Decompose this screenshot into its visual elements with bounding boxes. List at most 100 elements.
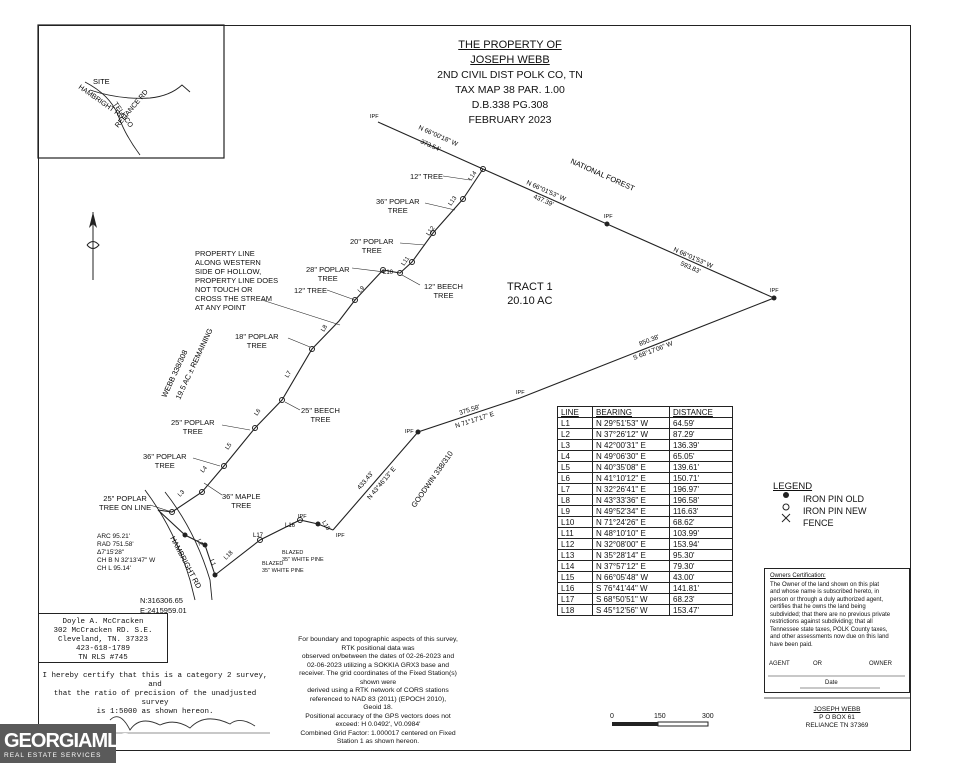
tract-name: TRACT 1	[507, 281, 553, 293]
tree-label: 12" TREE	[410, 172, 443, 181]
legend-title: LEGEND	[773, 481, 813, 492]
distance-cell: 196.97'	[669, 483, 733, 495]
bearing-cell: N 37°26'12" W	[592, 428, 670, 440]
vicinity-site-label: SITE	[93, 77, 110, 86]
bearing-cell: N 41°10'12" E	[592, 472, 670, 484]
distance-cell: 153.47'	[669, 604, 733, 616]
bearing-6: N 43°46'13" E	[365, 465, 398, 502]
distance-cell: 79.30'	[669, 560, 733, 572]
owner-info: JOSEPH WEBB P O BOX 61 RELIANCE TN 37369	[805, 706, 869, 729]
fence-icon-legend	[781, 513, 791, 523]
segment-label: L12	[426, 225, 437, 237]
segment-label: L1	[208, 559, 216, 568]
date-label: Date	[825, 680, 838, 686]
boundary-west	[157, 168, 484, 513]
title-line-6: FEBRUARY 2023	[468, 114, 552, 126]
scale-bar	[612, 721, 709, 727]
vicinity-map-box	[37, 24, 225, 159]
iron-pins	[169, 166, 777, 578]
line-id-cell: L16	[557, 582, 593, 594]
legend-item: FENCE	[803, 518, 834, 528]
line-id-cell: L14	[557, 560, 593, 572]
line-id-cell: L3	[557, 439, 593, 451]
table-header: BEARING	[592, 406, 670, 418]
segment-label: L11	[401, 255, 412, 267]
label-leaders	[149, 175, 471, 513]
distance-cell: 153.94'	[669, 538, 733, 550]
segment-label: L3	[177, 489, 186, 498]
vicinity-road-hambright	[84, 81, 141, 156]
line-id-cell: L7	[557, 483, 593, 495]
bearing-cell: S 68°50'51" W	[592, 593, 670, 605]
tree-label: 12" TREE	[294, 286, 327, 295]
ipf-label: IPF	[604, 214, 613, 220]
bearing-cell: S 76°41'44" W	[592, 582, 670, 594]
bearing-cell: N 37°57'12" E	[592, 560, 670, 572]
distance-cell: 65.05'	[669, 450, 733, 462]
goodwin-label: GOODWIN 338/310	[409, 449, 455, 509]
bearing-cell: N 40°35'08" E	[592, 461, 670, 473]
bearing-cell: N 32°26'41" E	[592, 483, 670, 495]
boundary-south	[157, 509, 334, 576]
distance-cell: 139.61'	[669, 461, 733, 473]
surveyor-certification: I hereby certify that this is a category…	[42, 672, 268, 716]
scale-150: 150	[654, 713, 666, 720]
national-forest-label: NATIONAL FOREST	[569, 157, 636, 194]
bearing-cell: N 66°05'48" W	[592, 571, 670, 583]
plat-title: THE PROPERTY OF JOSEPH WEBB 2ND CIVIL DI…	[400, 38, 620, 128]
hambright-road-edge-2	[164, 491, 213, 601]
or-label: OR	[813, 661, 822, 667]
line-id-cell: L11	[557, 527, 593, 539]
bearing-cell: N 42°00'31" E	[592, 439, 670, 451]
segment-label: L13	[448, 195, 459, 207]
north-arrow-icon	[86, 212, 100, 280]
hambright-road-edge-1	[144, 489, 196, 601]
line-id-cell: L6	[557, 472, 593, 484]
segment-label: L7	[285, 370, 294, 379]
line-id-cell: L18	[557, 604, 593, 616]
coordinates: N:316306.65 E:2415959.01	[140, 596, 187, 615]
distance-cell: 196.58'	[669, 494, 733, 506]
segment-label: L14	[468, 170, 479, 182]
line-id-cell: L5	[557, 461, 593, 473]
agent-label: AGENT	[769, 661, 790, 667]
line-id-cell: L1	[557, 417, 593, 429]
line-id-cell: L9	[557, 505, 593, 517]
surveyor-box: Doyle A. McCracken 302 McCracken RD. S.E…	[38, 613, 168, 663]
distance-cell: 68.62'	[669, 516, 733, 528]
bearing-cell: N 49°06'30" E	[592, 450, 670, 462]
distance-cell: 150.71'	[669, 472, 733, 484]
line-id-cell: L4	[557, 450, 593, 462]
bearing-cell: N 32°08'00" E	[592, 538, 670, 550]
owner-label: OWNER	[869, 661, 892, 667]
bearing-cell: N 29°51'53" W	[592, 417, 670, 429]
segment-label: L10	[383, 270, 394, 276]
owners-cert-title: Owners Certification:	[770, 573, 826, 579]
ipf-label: IPF	[770, 288, 779, 294]
iron-pin-new-icon	[782, 503, 790, 511]
legend: LEGEND IRON PIN OLD IRON PIN NEW FENCE	[773, 481, 867, 529]
title-line-4: TAX MAP 38 PAR. 1.00	[455, 84, 565, 96]
bearing-cell: N 49°52'34" E	[592, 505, 670, 517]
distance-cell: 136.39'	[669, 439, 733, 451]
vicinity-road-tellico	[89, 84, 191, 99]
distance-cell: 141.81'	[669, 582, 733, 594]
line-id-cell: L12	[557, 538, 593, 550]
legend-item: IRON PIN OLD	[803, 494, 865, 504]
